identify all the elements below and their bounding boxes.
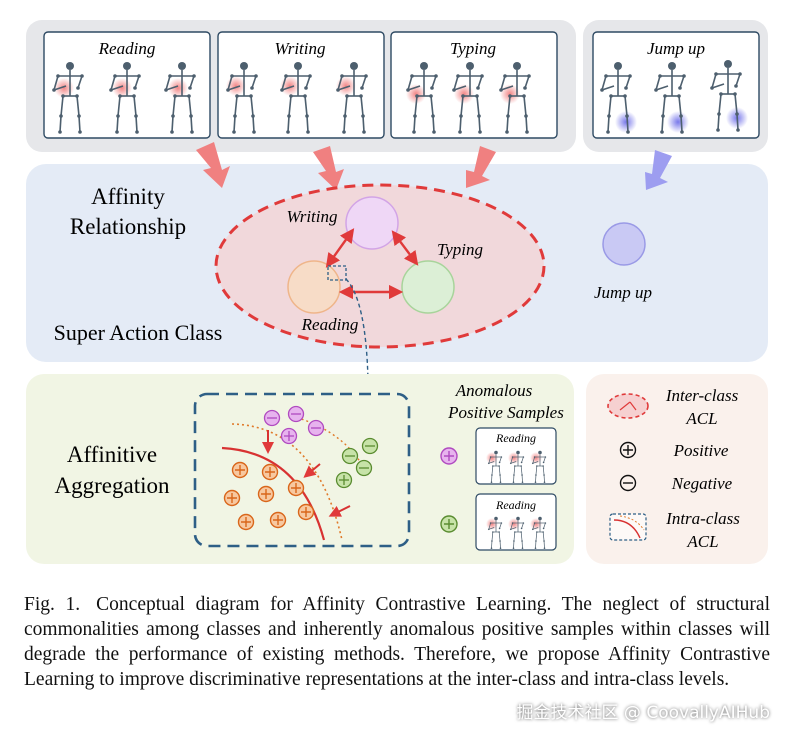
panel-reading: Reading bbox=[43, 31, 211, 139]
zoom-detail-box bbox=[193, 392, 411, 548]
arrow-writing-down bbox=[313, 146, 344, 190]
boundary-solid bbox=[221, 446, 326, 541]
aggregation-title-line2: Aggregation bbox=[55, 473, 170, 498]
node-jump-up-label: Jump up bbox=[594, 283, 652, 302]
relationship-title-line1: Affinity bbox=[91, 184, 165, 209]
aggregation-title-line1: Affinitive bbox=[67, 442, 157, 467]
panel-jump-up: Jump up bbox=[592, 31, 760, 139]
anomalous-positive-purple bbox=[440, 447, 458, 465]
anomalous-title-line1: Anomalous bbox=[455, 381, 533, 400]
negative-samples-green bbox=[335, 437, 379, 489]
sample2-label: Reading bbox=[495, 498, 536, 512]
pull-arrow-2 bbox=[303, 463, 321, 478]
anomalous-positive-green bbox=[440, 515, 458, 533]
node-writing bbox=[345, 196, 399, 250]
node-typing bbox=[401, 260, 455, 314]
anomalous-title-line2: Positive Samples bbox=[447, 403, 564, 422]
zoom-box bbox=[327, 265, 347, 281]
anomalous-sample-card-1: Reading bbox=[475, 427, 557, 485]
arrow-typing-down bbox=[466, 146, 496, 188]
sample1-label: Reading bbox=[495, 431, 536, 445]
legend-intra-class-icon bbox=[609, 513, 647, 541]
legend-inter-line1: Inter-class bbox=[665, 386, 739, 405]
legend-intra-line1: Intra-class bbox=[665, 509, 740, 528]
legend-positive-label: Positive bbox=[673, 441, 729, 460]
panel-typing: Typing bbox=[390, 31, 558, 139]
relationship-title-line2: Relationship bbox=[70, 214, 186, 239]
legend-inter-line2: ACL bbox=[685, 409, 717, 428]
legend-inter-class-icon bbox=[607, 393, 649, 419]
arrow-jump-down bbox=[645, 150, 672, 190]
pull-arrow-3 bbox=[328, 505, 351, 517]
legend-intra-line2: ACL bbox=[686, 532, 718, 551]
watermark: 掘金技术社区 @ CoovallyAIHub bbox=[516, 703, 770, 723]
negative-samples-purple bbox=[263, 405, 325, 445]
super-action-class-label: Super Action Class bbox=[54, 320, 223, 345]
legend-positive-icon bbox=[619, 441, 637, 459]
anomalous-sample-card-2: Reading bbox=[475, 493, 557, 551]
edge-writing-reading bbox=[325, 228, 355, 268]
diagram-canvas: Reading Writing Typing Jump up Aff bbox=[26, 20, 768, 564]
panel-reading-label: Reading bbox=[98, 39, 156, 58]
positive-signs bbox=[227, 465, 311, 527]
panel-writing-label: Writing bbox=[274, 39, 325, 58]
node-jump-up bbox=[602, 222, 646, 266]
legend-negative-icon bbox=[619, 474, 637, 492]
panel-typing-label: Typing bbox=[450, 39, 496, 58]
legend-negative-label: Negative bbox=[671, 474, 733, 493]
node-reading bbox=[287, 260, 341, 314]
edge-writing-typing bbox=[391, 230, 419, 266]
node-reading-label: Reading bbox=[301, 315, 359, 334]
panel-writing: Writing bbox=[217, 31, 385, 139]
node-typing-label: Typing bbox=[437, 240, 483, 259]
arrow-reading-down bbox=[196, 142, 230, 188]
aggregation-band-bg bbox=[26, 374, 574, 564]
caption-label: Fig. 1. bbox=[24, 594, 81, 615]
boundary-dotted-outer bbox=[291, 415, 369, 477]
panel-jump-up-label: Jump up bbox=[647, 39, 705, 58]
node-writing-label: Writing bbox=[286, 207, 337, 226]
caption-text: Conceptual diagram for Affinity Contrast… bbox=[24, 594, 771, 690]
figure-caption: Fig. 1.Conceptual diagram for Affinity C… bbox=[24, 592, 770, 692]
